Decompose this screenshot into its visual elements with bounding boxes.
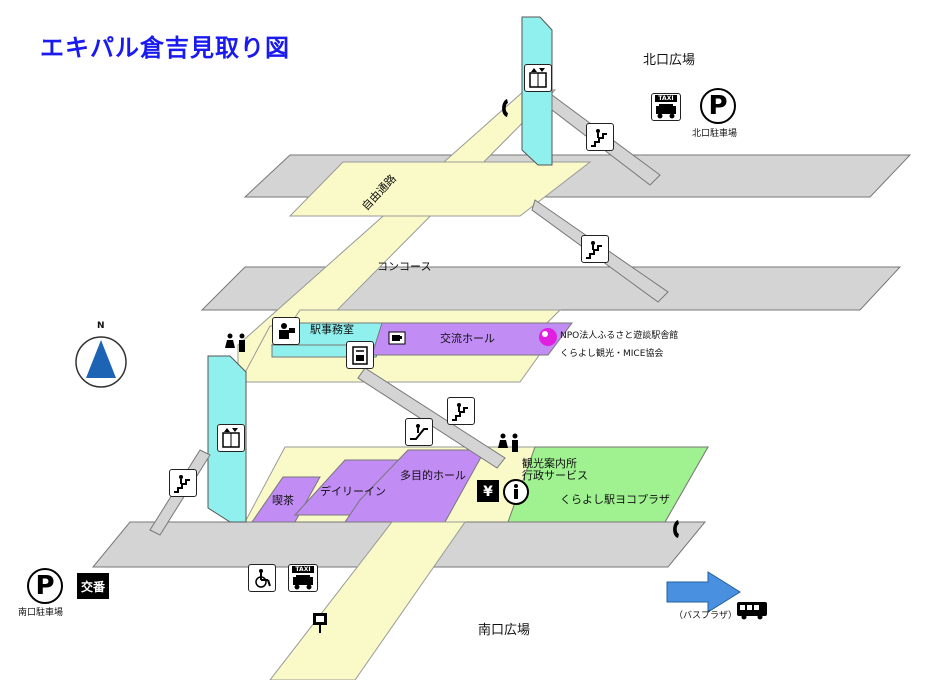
ticket-machine-icon xyxy=(346,341,374,369)
south-parking-label: 南口駐車場 xyxy=(18,608,64,618)
toilet-icon-upper xyxy=(224,332,248,354)
stairs-icon-center xyxy=(447,397,475,425)
taxi-icon-south: TAXI xyxy=(288,564,318,592)
koban-icon: 交番 xyxy=(77,573,109,599)
toilet-icon-lower xyxy=(497,432,521,454)
kissa-label: 喫茶 xyxy=(272,494,294,507)
post-icon xyxy=(312,612,328,634)
tourism-assoc-label: くらよし観光・MICE協会 xyxy=(560,349,664,359)
coffee-icon xyxy=(388,330,406,345)
concourse-label: コンコース xyxy=(377,260,432,273)
npo-marker xyxy=(539,328,557,346)
free-passage-lower xyxy=(269,521,466,680)
yokoplaza-label: くらよし駅ヨコプラザ xyxy=(560,493,670,506)
stairs-icon-north xyxy=(586,123,614,151)
info-icon xyxy=(502,478,530,506)
taxi-label: TAXI xyxy=(655,95,677,102)
stairs-icon-south xyxy=(169,469,197,497)
wheelchair-icon xyxy=(248,564,276,592)
middle-platform xyxy=(200,266,902,311)
north-arrow xyxy=(75,336,127,388)
svg-text:¥: ¥ xyxy=(483,484,493,500)
atm-icon: ¥ xyxy=(477,480,499,502)
elevator-icon-north xyxy=(524,64,552,92)
multipurpose-hall-label: 多目的ホール xyxy=(400,469,466,482)
station-office-icon xyxy=(272,317,300,345)
taxi-label: TAXI xyxy=(292,566,314,573)
tourist-info-label: 観光案内所 行政サービス xyxy=(522,457,588,482)
north-plaza-label: 北口広場 xyxy=(643,53,696,68)
escalator-icon xyxy=(405,418,433,446)
bus-plaza-label: （バスプラザ） xyxy=(674,611,738,621)
daily-in-label: デイリーイン xyxy=(320,485,386,498)
north-label: N xyxy=(97,321,105,331)
exchange-hall-label: 交流ホール xyxy=(440,332,495,345)
npo-label: NPO法人ふるさと遊談駅舎館 xyxy=(560,331,679,341)
taxi-icon-north: TAXI xyxy=(651,93,681,121)
concourse-floor xyxy=(288,161,592,217)
parking-icon-south: P xyxy=(27,568,63,604)
bus-icon xyxy=(736,600,768,620)
phone-icon-north xyxy=(497,97,511,119)
parking-icon-north: P xyxy=(700,88,736,124)
south-plaza-label: 南口広場 xyxy=(478,623,531,638)
stairs-icon-middle xyxy=(581,235,609,263)
north-parking-label: 北口駐車場 xyxy=(692,129,738,139)
station-office-label: 駅事務室 xyxy=(310,323,354,336)
bus-arrow xyxy=(666,571,741,613)
map-title: エキパル倉吉見取り図 xyxy=(40,34,290,62)
phone-icon-south xyxy=(668,518,682,540)
exchange-hall-area xyxy=(371,322,573,356)
elevator-icon-south xyxy=(217,424,245,452)
